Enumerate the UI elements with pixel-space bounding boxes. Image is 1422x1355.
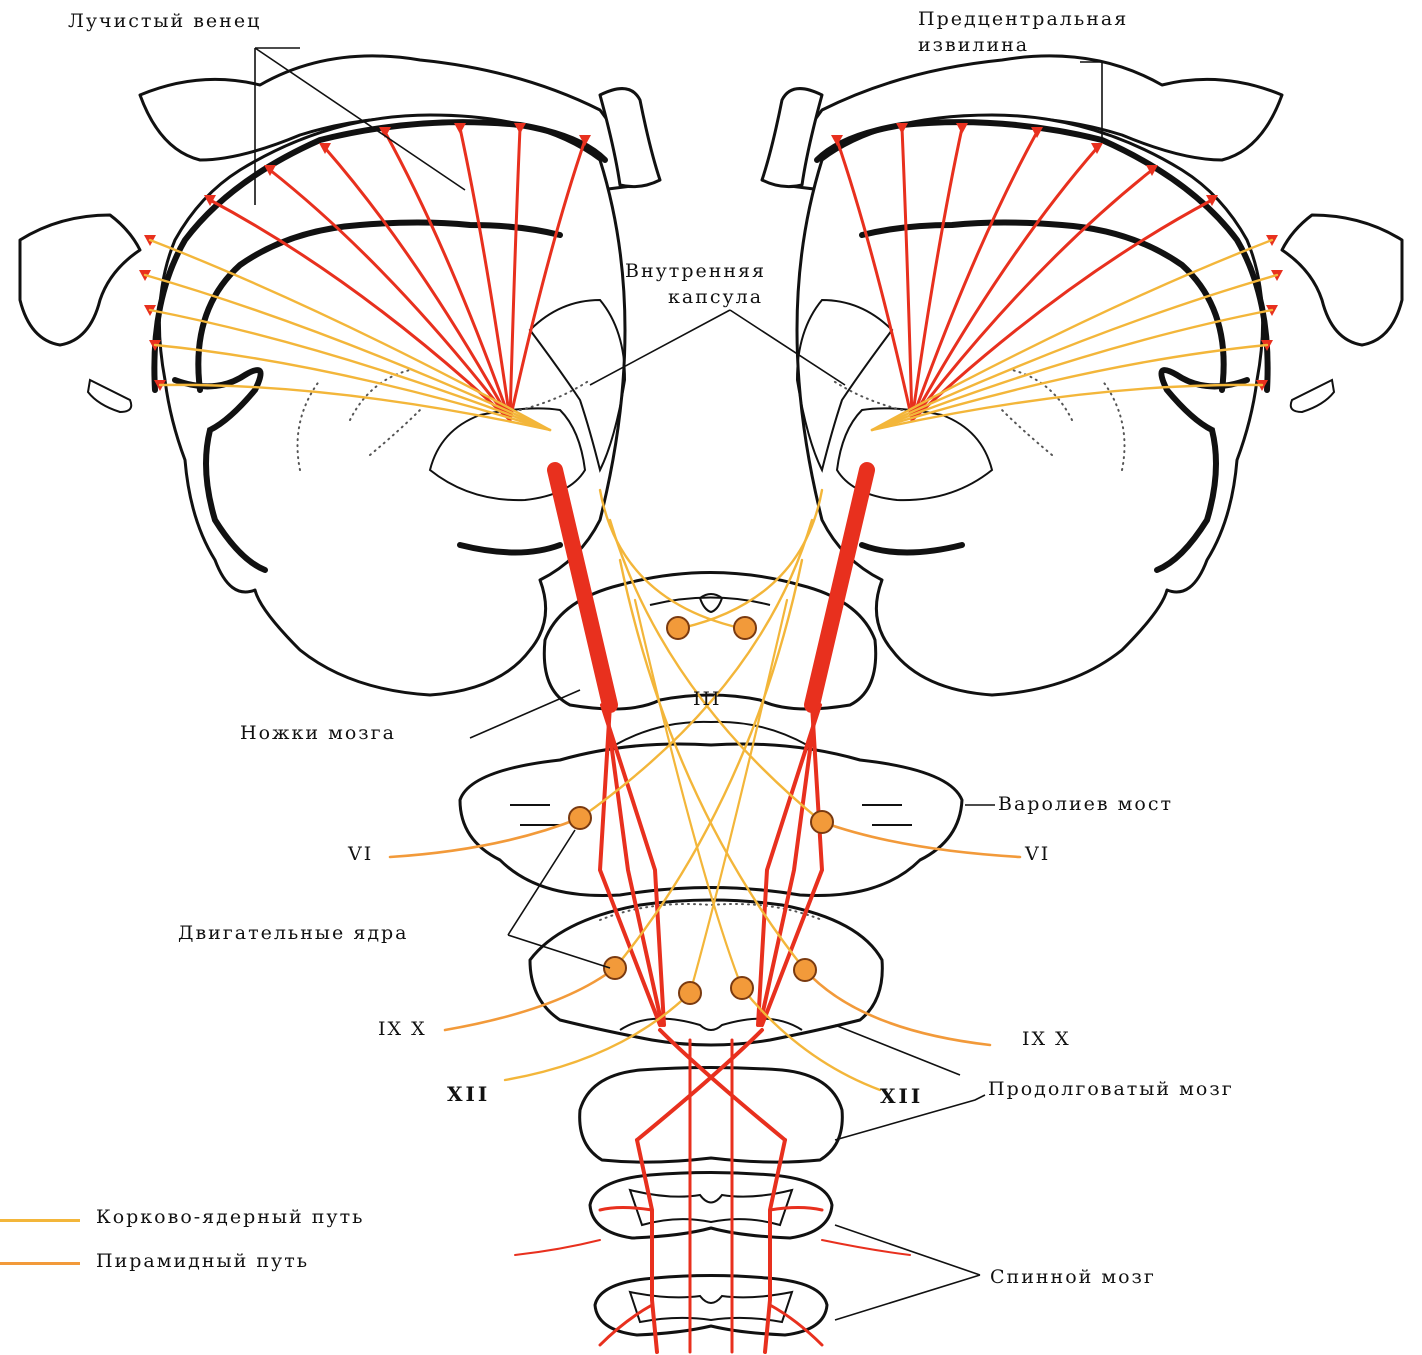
- label-nerve-III: III: [693, 690, 722, 710]
- spinal-cord-lower: [595, 1276, 827, 1336]
- legend-swatch-pyramidal: [0, 1262, 80, 1265]
- label-nerve-VI-right: VI: [1025, 845, 1050, 865]
- leader-spinal-cord: [835, 1225, 980, 1320]
- right-temporal-outline: [1282, 215, 1402, 345]
- legend-swatch-corticonuclear: [0, 1219, 80, 1222]
- leader-cerebral-peduncles: [470, 690, 580, 738]
- nucleus-IXX-right: [794, 959, 816, 981]
- left-ear-oval: [88, 380, 131, 412]
- medulla-upper-section: [530, 900, 882, 1045]
- ventral-root-upper-right: [822, 1240, 910, 1255]
- label-nerve-XII-left: XII: [447, 1084, 490, 1105]
- label-internal-capsule-line1: Внутренняя: [625, 262, 766, 282]
- label-precentral-gyrus-line2: извилина: [918, 36, 1029, 56]
- label-motor-nuclei: Двигательные ядра: [178, 924, 409, 944]
- right-ear-oval: [1291, 380, 1334, 412]
- nucleus-VI-left: [569, 807, 591, 829]
- medulla-lower-section: [580, 1068, 843, 1163]
- label-spinal-cord: Спинной мозг: [990, 1268, 1156, 1288]
- nucleus-VI-right: [811, 811, 833, 833]
- label-precentral-gyrus-line1: Предцентральная: [918, 10, 1128, 30]
- label-nerve-XII-right: XII: [880, 1086, 923, 1107]
- nucleus-IXX-left: [604, 957, 626, 979]
- label-medulla-oblongata: Продолговатый мозг: [988, 1080, 1234, 1100]
- label-nerve-IX-X-right: IX X: [1022, 1030, 1071, 1050]
- spinal-cord-upper: [590, 1173, 832, 1239]
- left-hemisphere-outline: [159, 115, 625, 695]
- label-corona-radiata: Лучистый венец: [68, 12, 261, 32]
- label-nerve-VI-left: VI: [348, 845, 373, 865]
- label-pons: Варолиев мост: [998, 795, 1173, 815]
- nucleus-III-right: [734, 617, 756, 639]
- brainstem: [460, 573, 962, 1336]
- nucleus-XII-left: [679, 982, 701, 1004]
- label-cerebral-peduncles: Ножки мозга: [240, 724, 396, 744]
- label-internal-capsule-line2: капсула: [668, 288, 763, 308]
- legend-label-corticonuclear: Корково-ядерный путь: [96, 1208, 364, 1228]
- nucleus-III-left: [667, 617, 689, 639]
- label-nerve-IX-X-left: IX X: [378, 1020, 427, 1040]
- pons-tegmentum: [615, 722, 807, 745]
- nucleus-XII-right: [731, 977, 753, 999]
- left-temporal-outline: [20, 215, 140, 345]
- ventral-root-upper-left: [515, 1240, 600, 1255]
- right-hemisphere-outline: [797, 115, 1263, 695]
- legend-label-pyramidal: Пирамидный путь: [96, 1252, 309, 1272]
